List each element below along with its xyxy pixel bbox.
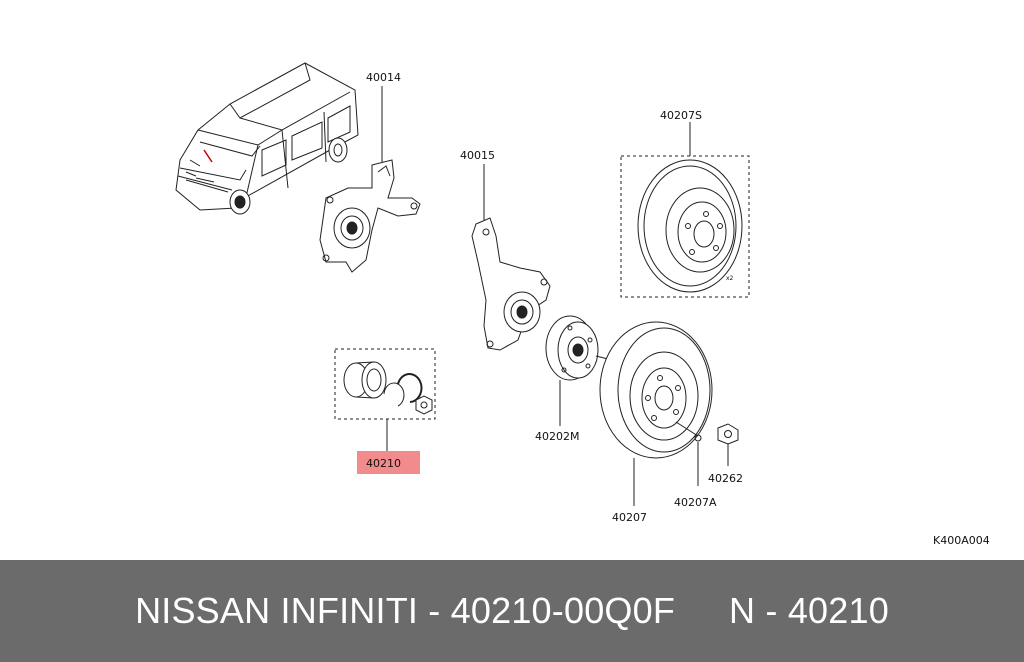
label-40202m: 40202M xyxy=(535,430,579,443)
part-highlight xyxy=(357,451,420,474)
wheel-hub xyxy=(545,315,613,426)
parts-diagram: 40014 40015 40207S x2 40202M 40210 40262… xyxy=(175,62,990,547)
bearing-kit-group xyxy=(334,348,436,452)
label-40207a: 40207A xyxy=(674,496,717,509)
label-40207s: 40207S xyxy=(660,109,702,122)
label-40014: 40014 xyxy=(366,71,401,84)
diagram-code: K400A004 xyxy=(933,534,990,547)
rotor-screw xyxy=(675,421,702,486)
label-40210: 40210 xyxy=(366,457,401,470)
label-40207: 40207 xyxy=(612,511,647,524)
steering-knuckle-left xyxy=(319,86,421,273)
rotor-kit-group xyxy=(620,122,750,298)
label-40262: 40262 xyxy=(708,472,743,485)
brake-rotor xyxy=(599,321,713,506)
brand-part-number: NISSAN INFINITI - 40210-00Q0F xyxy=(135,590,676,631)
van-illustration xyxy=(175,62,359,215)
hub-nut xyxy=(717,423,739,466)
short-part-number: N - 40210 xyxy=(729,590,889,631)
label-40015: 40015 xyxy=(460,149,495,162)
steering-knuckle-right xyxy=(471,164,551,351)
label-x2: x2 xyxy=(726,275,734,282)
part-number-banner: NISSAN INFINITI - 40210-00Q0F N - 40210 xyxy=(0,560,1024,662)
